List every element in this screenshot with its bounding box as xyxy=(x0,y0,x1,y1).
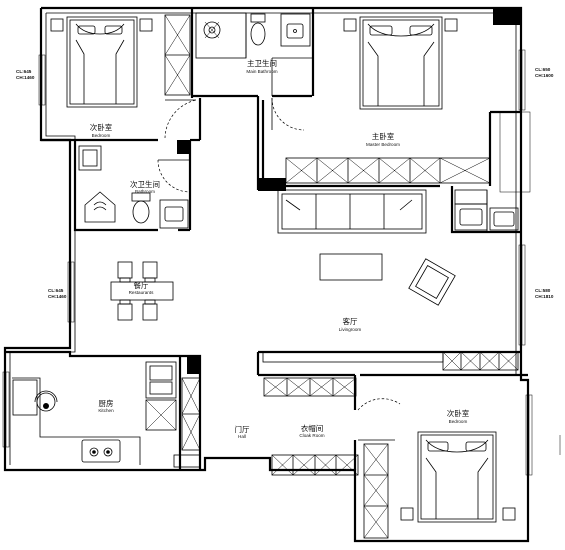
structural-columns xyxy=(177,8,521,374)
room-label-kitchen-en: Kitchen xyxy=(98,408,114,413)
window-tag-left-mid-line1: CL:645 xyxy=(48,288,64,293)
room-label-dining-cn: 餐厅 xyxy=(134,281,149,290)
interior-walls xyxy=(5,8,528,470)
window-tag-left-top-line2: CH:1460 xyxy=(16,75,35,80)
living-room-furniture xyxy=(262,189,519,371)
window-tag-right-mid-line2: CH:1810 xyxy=(535,294,554,299)
room-label-hall-en: Hall xyxy=(238,434,246,439)
room-label-bedroom-top-cn: 次卧室 xyxy=(90,122,113,132)
bedroom-bottom-right-furniture xyxy=(363,431,516,539)
room-label-master-bath-cn: 主卫生间 xyxy=(247,58,277,68)
master-bath-fixtures xyxy=(195,12,312,131)
room-label-second-bath-en: Bathroom xyxy=(135,189,155,194)
right-bath-fixtures xyxy=(454,189,519,232)
room-label-master-bedroom-cn: 主卧室 xyxy=(372,131,395,141)
window-tag-right-mid-line1: CL:580 xyxy=(535,288,551,293)
room-label-bedroom-bottom-cn: 次卧室 xyxy=(447,408,470,418)
master-bedroom-furniture xyxy=(285,16,491,184)
armchair xyxy=(408,258,456,306)
room-label-master-bath-en: Main Bathroom xyxy=(246,69,277,74)
room-label-living-en: Livingroom xyxy=(339,327,362,332)
room-label-cloak-en: Cloak Room xyxy=(299,433,324,438)
room-label-hall-cn: 门厅 xyxy=(235,425,250,434)
room-label-dining-en: Restaurants xyxy=(129,290,154,295)
window-tag-left-mid-line2: CH:1460 xyxy=(48,294,67,299)
cloak-room-furniture xyxy=(263,377,401,476)
room-label-master-bedroom-en: Master Bedroom xyxy=(366,142,400,147)
room-label-living-cn: 客厅 xyxy=(343,316,358,326)
room-label-second-bath-cn: 次卫生间 xyxy=(130,179,160,189)
bedroom-top-left-furniture xyxy=(50,14,197,139)
second-bath-fixtures xyxy=(78,145,191,229)
windows xyxy=(2,49,561,476)
window-tag-right-top-line2: CH:1600 xyxy=(535,73,554,78)
master-wardrobe-doors xyxy=(285,157,491,184)
dining-furniture xyxy=(110,261,174,321)
window-tag-right-top-line1: CL:650 xyxy=(535,67,551,72)
window-tags: CL:645 CH:1460 CL:645 CH:1460 CL:650 CH:… xyxy=(16,67,554,299)
exterior-walls xyxy=(3,6,530,543)
window-tag-left-top-line1: CL:645 xyxy=(16,69,32,74)
room-label-kitchen-cn: 厨房 xyxy=(99,398,114,408)
kitchen-fixtures xyxy=(12,361,201,468)
room-label-bedroom-top-en: Bedroom xyxy=(92,133,111,138)
room-label-bedroom-bottom-en: Bedroom xyxy=(449,419,468,424)
room-label-cloak-cn: 衣帽间 xyxy=(301,423,324,433)
